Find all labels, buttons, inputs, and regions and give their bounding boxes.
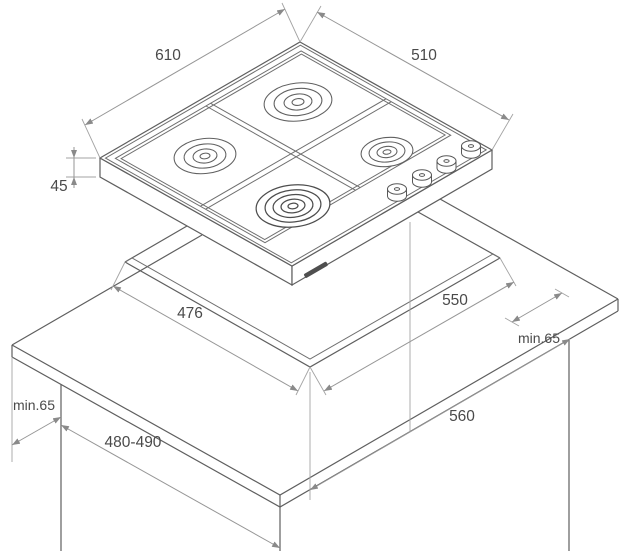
dim-clearance-right-label: min.65	[518, 330, 560, 346]
dim-hob-width: 610	[81, 2, 301, 159]
dim-recess-depth-label: 550	[442, 292, 468, 309]
dim-clearance-left: min.65	[11, 397, 62, 446]
cutout-right-edge	[417, 211, 501, 259]
knob-1	[461, 140, 481, 159]
countertop-back-left-edge	[11, 234, 203, 346]
gas-hob	[98, 41, 494, 287]
dim-recess-width: 476	[110, 261, 311, 396]
countertop-front-edges	[11, 298, 619, 496]
dim-recess-depth: 550	[309, 257, 517, 396]
dim-hob-height: 45	[50, 147, 96, 195]
dim-cabinet-depth: 480-490	[60, 424, 281, 549]
cutout-left-edge	[124, 225, 188, 263]
burner-right	[360, 136, 414, 168]
knob-3	[412, 169, 432, 188]
countertop-back-right-edge	[439, 198, 619, 300]
dim-clearance-left-label: min.65	[13, 397, 55, 413]
knob-4	[387, 183, 407, 202]
dim-cabinet-width-label: 560	[449, 408, 475, 425]
dim-hob-height-label: 45	[50, 178, 67, 195]
brand-logo	[303, 261, 328, 278]
dim-hob-depth-label: 510	[411, 47, 437, 64]
dim-cabinet-depth-label: 480-490	[105, 434, 162, 451]
control-knobs	[387, 140, 481, 202]
dimensions: 610 510 45 476 550 min.65	[11, 2, 571, 549]
extension-lines	[11, 222, 411, 500]
dim-recess-width-label: 476	[177, 305, 203, 322]
dim-clearance-right: min.65	[504, 288, 570, 346]
dim-hob-depth: 510	[299, 5, 514, 151]
burner-front-wok	[255, 184, 331, 228]
countertop-thickness-ticks	[11, 299, 619, 507]
hob-top-face	[98, 41, 494, 267]
dim-cabinet-width: 560	[309, 338, 571, 491]
burner-left	[173, 137, 237, 175]
knob-2	[436, 155, 457, 174]
dim-hob-width-label: 610	[155, 47, 181, 64]
